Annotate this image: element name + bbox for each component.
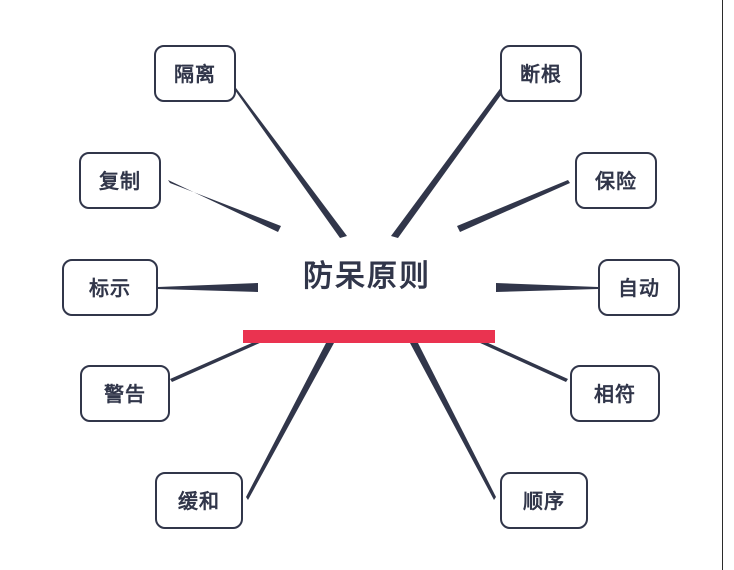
node-label-huanhe: 缓和 [178, 488, 220, 513]
node-label-fuzhi: 复制 [99, 168, 141, 193]
node-huanhe[interactable]: 缓和 [155, 472, 243, 529]
edge-jinggao [170, 342, 262, 382]
node-geli[interactable]: 隔离 [154, 45, 236, 102]
node-shunxu[interactable]: 顺序 [500, 472, 588, 529]
edge-xiangfu [478, 342, 568, 382]
node-label-geli: 隔离 [174, 61, 216, 86]
edge-duangen [391, 86, 506, 238]
node-biaoshi[interactable]: 标示 [62, 259, 158, 316]
node-label-zidong: 自动 [618, 275, 660, 300]
node-fuzhi[interactable]: 复制 [79, 152, 161, 209]
edge-geli [232, 86, 347, 238]
center-title: 防呆原则 [0, 262, 734, 292]
node-label-baoxian: 保险 [595, 168, 637, 193]
edge-fuzhi [168, 180, 281, 232]
center-title-text: 防呆原则 [303, 259, 431, 294]
edge-shunxu [410, 343, 496, 500]
edge-huanhe [246, 343, 334, 500]
node-jinggao[interactable]: 警告 [80, 365, 170, 422]
edge-baoxian [457, 180, 570, 232]
node-baoxian[interactable]: 保险 [575, 152, 657, 209]
right-edge-rule [722, 0, 723, 570]
node-zidong[interactable]: 自动 [598, 259, 680, 316]
node-duangen[interactable]: 断根 [500, 45, 582, 102]
node-label-biaoshi: 标示 [89, 275, 131, 300]
node-label-shunxu: 顺序 [523, 488, 565, 513]
node-xiangfu[interactable]: 相符 [570, 365, 660, 422]
node-label-jinggao: 警告 [104, 381, 146, 406]
center-accent-bar [243, 330, 495, 343]
node-label-xiangfu: 相符 [594, 381, 636, 406]
node-label-duangen: 断根 [520, 61, 562, 86]
